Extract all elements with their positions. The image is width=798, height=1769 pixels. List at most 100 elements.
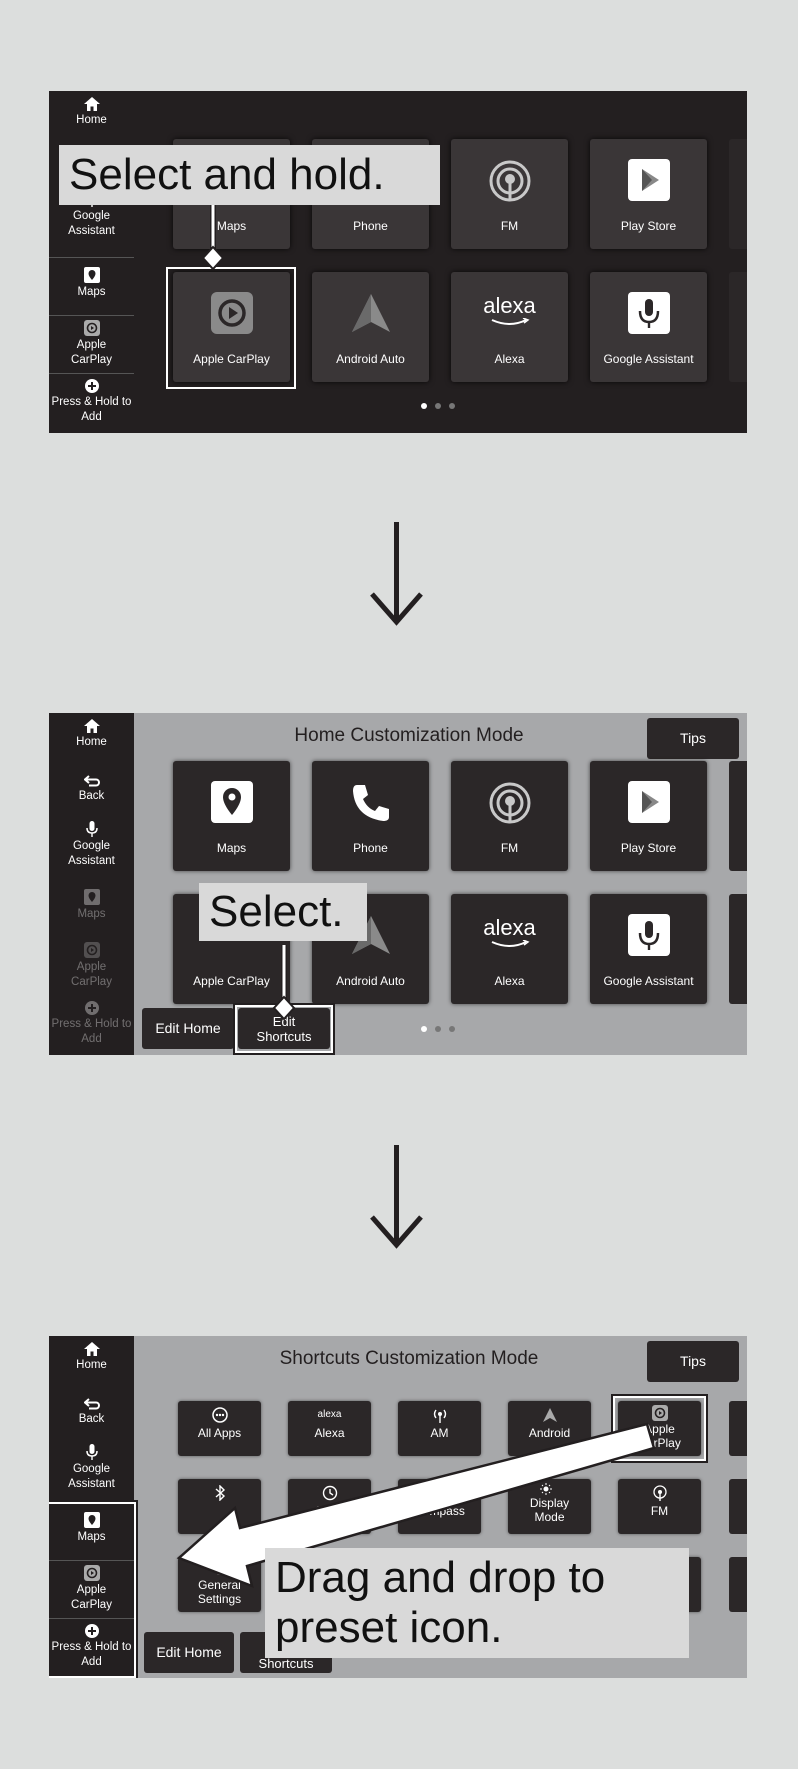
callout-select: Select.: [199, 883, 367, 941]
radio-antenna-icon: [489, 160, 530, 202]
tile-fm[interactable]: FM: [451, 761, 568, 871]
tile-play-store[interactable]: Play Store: [590, 139, 707, 249]
radio-antenna-icon: [652, 1485, 667, 1501]
sidebar-google-assistant[interactable]: Google Assistant: [49, 191, 134, 239]
sidebar-home[interactable]: Home: [49, 97, 134, 128]
sidebar-home[interactable]: Home: [49, 1342, 134, 1373]
microphone-icon: [85, 1444, 98, 1460]
back-arrow-icon: [83, 1398, 100, 1410]
sidebar-press-hold-add[interactable]: Press & Hold to Add: [49, 1001, 134, 1047]
screen-home: Home Google Assistant Maps Apple CarPlay…: [49, 91, 747, 433]
sidebar-divider: [49, 373, 134, 374]
page-title: Shortcuts Customization Mode: [279, 1348, 539, 1369]
tile-partial: [729, 272, 747, 382]
android-auto-icon: [351, 294, 390, 332]
sidebar-apple-carplay[interactable]: Apple CarPlay: [49, 320, 134, 368]
tile-apple-carplay[interactable]: Apple CarPlay: [173, 272, 290, 382]
add-circle-icon: [84, 1624, 99, 1638]
sidebar-google-assistant[interactable]: Google Assistant: [49, 1444, 134, 1492]
shortcut-alexa[interactable]: alexa Alexa: [288, 1401, 371, 1456]
carplay-icon: [83, 320, 100, 336]
sidebar-maps[interactable]: Maps: [49, 267, 134, 300]
tile-maps[interactable]: Maps: [173, 761, 290, 871]
tips-button[interactable]: Tips: [647, 718, 739, 759]
shortcut-fm[interactable]: FM: [618, 1479, 701, 1534]
home-icon: [83, 97, 100, 111]
alexa-logo: alexa: [483, 915, 536, 940]
edit-home-button[interactable]: Edit Home: [142, 1008, 234, 1049]
phone-icon: [352, 785, 389, 821]
microphone-icon: [627, 914, 670, 956]
back-arrow-icon: [83, 775, 100, 787]
play-store-icon: [627, 159, 670, 201]
map-pin-icon: [83, 889, 100, 905]
radio-antenna-icon: [433, 1409, 446, 1423]
sidebar-press-hold-add[interactable]: Press & Hold to Add: [49, 379, 134, 425]
page-dot-active: [421, 403, 427, 409]
carplay-icon: [83, 1565, 100, 1581]
add-circle-icon: [84, 1001, 99, 1015]
page-dot: [435, 403, 441, 409]
android-auto-icon: [542, 1408, 557, 1422]
callout-pointer: [272, 945, 296, 1021]
radio-antenna-icon: [489, 782, 530, 824]
edit-home-button[interactable]: Edit Home: [144, 1632, 234, 1673]
carplay-icon: [651, 1405, 668, 1421]
tile-google-assistant[interactable]: Google Assistant: [590, 272, 707, 382]
all-apps-icon: [211, 1407, 228, 1423]
tile-play-store[interactable]: Play Store: [590, 761, 707, 871]
sidebar: Home Google Assistant Maps Apple CarPlay…: [49, 91, 134, 433]
callout-pointer: [201, 203, 225, 271]
sidebar-maps[interactable]: Maps: [49, 1512, 134, 1545]
sidebar-back[interactable]: Back: [49, 775, 134, 804]
tile-google-assistant[interactable]: Google Assistant: [590, 894, 707, 1004]
highlight-frame: [613, 1396, 706, 1461]
bluetooth-icon: [215, 1485, 225, 1501]
sidebar-home[interactable]: Home: [49, 719, 134, 750]
page-indicator: [421, 403, 455, 409]
add-circle-icon: [84, 379, 99, 393]
tile-partial: [729, 1479, 747, 1534]
clock-icon: [322, 1485, 337, 1501]
play-store-icon: [627, 781, 670, 823]
map-pin-icon: [210, 781, 253, 823]
sidebar-google-assistant[interactable]: Google Assistant: [49, 821, 134, 869]
highlight-frame: [166, 267, 296, 389]
sidebar-divider: [49, 315, 134, 316]
tile-alexa[interactable]: alexa Alexa: [451, 894, 568, 1004]
drop-target-frame: [49, 1502, 136, 1678]
page-title: Home Customization Mode: [294, 725, 524, 746]
screen-home-customization: Home Back Google Assistant Maps Apple Ca…: [49, 713, 747, 1055]
tile-partial: [729, 894, 747, 1004]
shortcut-all-apps[interactable]: All Apps: [178, 1401, 261, 1456]
tile-fm[interactable]: FM: [451, 139, 568, 249]
sidebar-divider: [49, 257, 134, 258]
page-dot-active: [421, 1026, 427, 1032]
tile-android-auto[interactable]: Android Auto: [312, 272, 429, 382]
tile-alexa[interactable]: alexa Alexa: [451, 272, 568, 382]
microphone-icon: [85, 821, 98, 837]
tips-button[interactable]: Tips: [647, 1341, 739, 1382]
sidebar: Home Back Google Assistant Maps Apple Ca…: [49, 1336, 134, 1678]
alexa-logo: alexa: [317, 1409, 342, 1420]
shortcut-am[interactable]: AM: [398, 1401, 481, 1456]
sidebar-maps[interactable]: Maps: [49, 889, 134, 922]
drag-arrow-icon: [176, 1422, 656, 1589]
sun-moon-icon: [539, 1483, 556, 1495]
page-dot: [449, 403, 455, 409]
tile-partial: [729, 1557, 747, 1612]
carplay-icon: [210, 292, 253, 334]
sidebar-apple-carplay[interactable]: Apple CarPlay: [49, 942, 134, 990]
sidebar-press-hold-add[interactable]: Press & Hold to Add: [49, 1624, 134, 1670]
page-dot: [449, 1026, 455, 1032]
callout-select-and-hold: Select and hold.: [59, 145, 440, 205]
sidebar-apple-carplay[interactable]: Apple CarPlay: [49, 1565, 134, 1613]
map-pin-icon: [83, 1512, 100, 1528]
shortcut-display-mode[interactable]: Display Mode: [508, 1479, 591, 1534]
page-dot: [435, 1026, 441, 1032]
sidebar-back[interactable]: Back: [49, 1398, 134, 1427]
alexa-smile-icon: [491, 940, 530, 947]
tile-partial: [729, 139, 747, 249]
tile-phone[interactable]: Phone: [312, 761, 429, 871]
callout-drag-and-drop: Drag and drop to preset icon.: [265, 1548, 689, 1658]
